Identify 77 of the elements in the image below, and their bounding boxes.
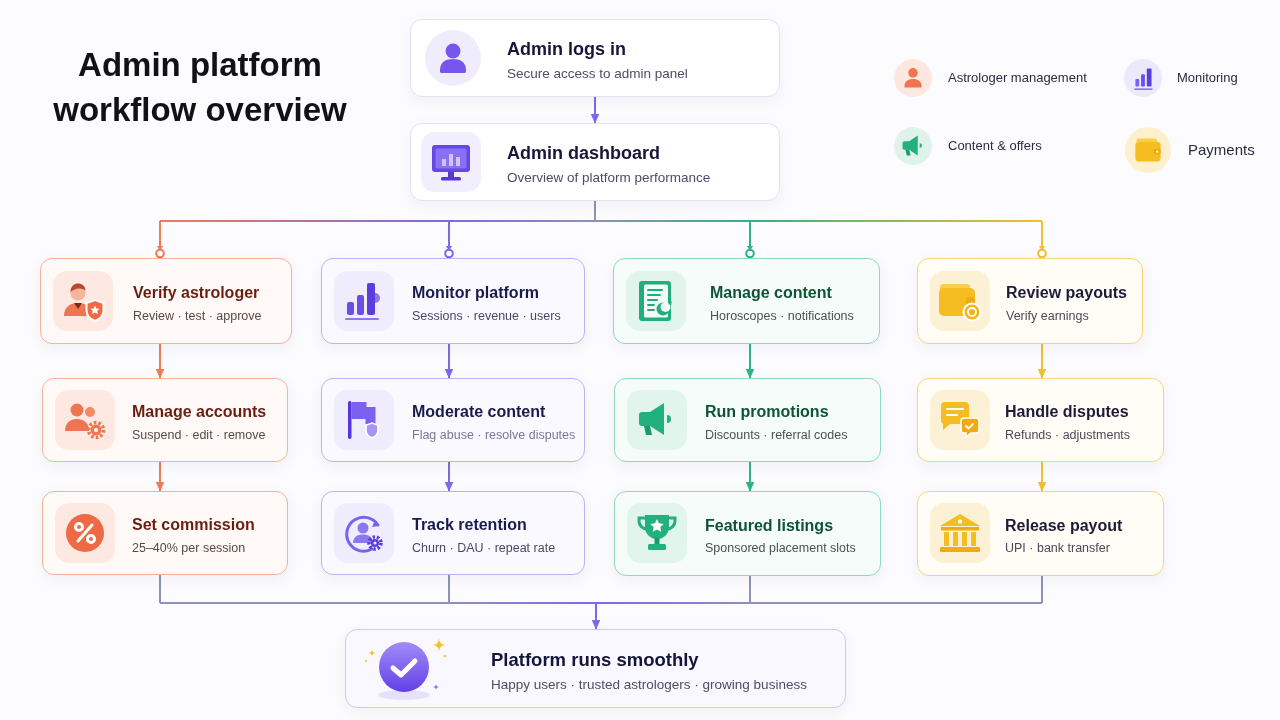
arrow bbox=[1037, 343, 1047, 379]
node-subtitle: Suspend · edit · remove bbox=[132, 427, 266, 443]
process-box bbox=[410, 123, 780, 201]
node-title: Set commission bbox=[132, 515, 255, 535]
arrow bbox=[155, 461, 165, 492]
process-box bbox=[614, 491, 881, 576]
node-title: Featured listings bbox=[705, 515, 834, 536]
connector-line bbox=[448, 574, 450, 604]
node-title: Review payouts bbox=[1006, 283, 1127, 303]
process-box bbox=[410, 19, 780, 97]
connector-line bbox=[159, 220, 450, 222]
connector-line bbox=[595, 602, 751, 604]
arrow bbox=[591, 602, 601, 630]
diagram-title: Admin platform workflow overview bbox=[52, 45, 348, 130]
connector-line bbox=[1041, 575, 1043, 604]
arrow bbox=[745, 220, 755, 259]
connector-line bbox=[159, 574, 161, 604]
legend-label: Monitoring bbox=[1177, 70, 1238, 86]
arrow bbox=[745, 343, 755, 379]
arrow bbox=[590, 96, 600, 124]
node-title: Verify astrologer bbox=[133, 283, 260, 303]
arrow bbox=[444, 220, 454, 259]
process-box bbox=[42, 491, 288, 575]
process-box bbox=[917, 258, 1143, 344]
process-box bbox=[917, 378, 1164, 462]
node-subtitle: Sponsored placement slots bbox=[705, 541, 856, 557]
node-title: Release payout bbox=[1005, 515, 1123, 536]
arrow bbox=[1037, 220, 1047, 259]
node-subtitle: UPI · bank transfer bbox=[1005, 541, 1110, 557]
node-subtitle: Churn · DAU · repeat rate bbox=[412, 540, 556, 556]
node-subtitle: Happy users · trusted astrologers · growing business bbox=[491, 677, 807, 694]
process-box bbox=[40, 258, 292, 344]
node-subtitle: Review · test · approve bbox=[133, 308, 262, 324]
node-title: Run promotions bbox=[705, 402, 829, 422]
node-subtitle: Verify earnings bbox=[1006, 308, 1089, 324]
result-box bbox=[345, 629, 846, 708]
process-box bbox=[321, 491, 585, 575]
legend-label: Content & offers bbox=[948, 138, 1042, 154]
arrow bbox=[1037, 461, 1047, 492]
node-title: Handle disputes bbox=[1005, 402, 1129, 422]
connector-line bbox=[448, 220, 596, 222]
connector-line bbox=[448, 602, 597, 604]
connector-line bbox=[159, 602, 450, 604]
process-box bbox=[42, 378, 288, 462]
connector-line bbox=[749, 575, 751, 604]
arrow bbox=[155, 220, 165, 259]
arrow bbox=[444, 343, 454, 379]
node-subtitle: Refunds · adjustments bbox=[1005, 427, 1131, 443]
node-subtitle: Discounts · referral codes bbox=[705, 427, 848, 443]
connector-line bbox=[749, 602, 1043, 604]
node-title: Admin logs in bbox=[507, 38, 626, 61]
node-subtitle: Sessions · revenue · users bbox=[412, 308, 561, 324]
node-title: Platform runs smoothly bbox=[491, 648, 699, 671]
connector-line bbox=[749, 220, 1043, 222]
connector-line bbox=[594, 220, 751, 222]
node-title: Monitor platform bbox=[412, 283, 540, 303]
node-title: Track retention bbox=[412, 515, 527, 535]
node-subtitle: 25–40% per session bbox=[132, 540, 246, 556]
process-box bbox=[321, 258, 585, 344]
node-subtitle: Horoscopes · notifications bbox=[710, 308, 854, 324]
process-box bbox=[321, 378, 585, 462]
node-title: Manage content bbox=[710, 283, 832, 303]
legend-label: Payments bbox=[1188, 141, 1255, 159]
node-subtitle: Flag abuse · resolve disputes bbox=[412, 427, 576, 443]
process-box bbox=[613, 258, 880, 344]
process-box bbox=[917, 491, 1164, 576]
connector-line bbox=[594, 200, 596, 222]
arrow bbox=[745, 461, 755, 492]
arrow bbox=[155, 343, 165, 379]
node-title: Admin dashboard bbox=[507, 142, 660, 165]
arrow bbox=[444, 461, 454, 492]
node-subtitle: Overview of platform performance bbox=[507, 170, 711, 187]
process-box bbox=[614, 378, 881, 462]
node-subtitle: Secure access to admin panel bbox=[507, 66, 688, 83]
node-title: Moderate content bbox=[412, 402, 546, 422]
legend-label: Astrologer management bbox=[948, 70, 1087, 86]
node-title: Manage accounts bbox=[132, 402, 267, 422]
